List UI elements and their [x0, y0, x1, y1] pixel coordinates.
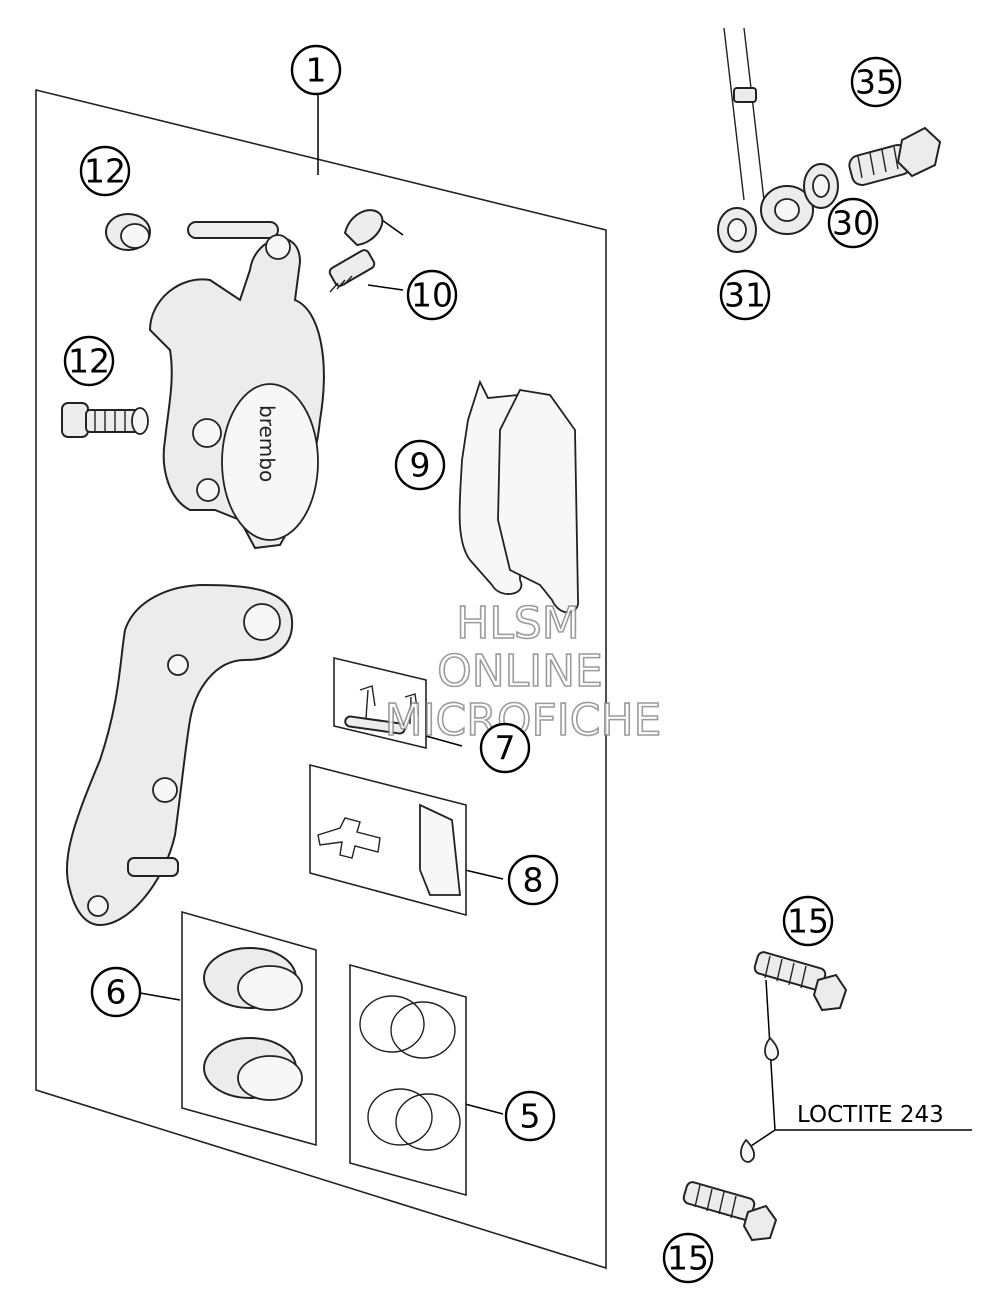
callout-12-upper: 12 — [79, 145, 131, 197]
watermark-line3: MICROFICHE — [385, 695, 662, 746]
svg-text:15: 15 — [787, 902, 829, 941]
callout-15-upper: 15 — [782, 895, 834, 947]
svg-text:8: 8 — [523, 861, 544, 900]
seals-part — [349, 963, 467, 1197]
svg-text:9: 9 — [410, 446, 431, 485]
svg-text:15: 15 — [667, 1239, 709, 1278]
bolt-15-lower-part — [682, 1181, 778, 1242]
pistons-part — [181, 910, 317, 1147]
callout-35: 35 — [850, 56, 902, 108]
callout-7: 7 — [479, 722, 531, 774]
callout-15-lower: 15 — [662, 1232, 714, 1284]
bleeder-screw-part — [328, 209, 384, 293]
callout-6: 6 — [90, 966, 142, 1018]
callout-10: 10 — [406, 269, 458, 321]
brake-pads-part — [458, 379, 579, 614]
caliper-brand-text: brembo — [255, 405, 279, 482]
loctite-drop-lower — [740, 1138, 756, 1163]
svg-text:10: 10 — [411, 276, 453, 315]
watermark-line2: ONLINE — [437, 646, 603, 697]
spring-kit-part — [309, 763, 467, 917]
washer-30-part — [803, 163, 839, 209]
caliper-bracket-part — [65, 583, 294, 927]
svg-text:7: 7 — [495, 729, 516, 768]
brake-hose-part — [723, 27, 814, 235]
svg-text:31: 31 — [724, 276, 766, 315]
callout-9: 9 — [394, 439, 446, 491]
svg-text:12: 12 — [68, 342, 110, 381]
bleed-cap-part — [105, 213, 151, 251]
loctite-drop-upper — [764, 1036, 780, 1061]
banjo-bolt-part — [848, 126, 942, 187]
watermark-line1: HLSM — [456, 598, 580, 649]
svg-text:30: 30 — [832, 204, 874, 243]
svg-text:5: 5 — [520, 1097, 541, 1136]
callout-30: 30 — [827, 197, 879, 249]
svg-text:6: 6 — [106, 973, 127, 1012]
loctite-note: LOCTITE 243 — [797, 1102, 944, 1128]
bolt-15-upper-part — [753, 951, 848, 1012]
caliper-body-part: brembo — [148, 221, 325, 550]
callout-5: 5 — [504, 1090, 556, 1142]
callout-1: 1 — [290, 44, 342, 96]
callout-31: 31 — [719, 269, 771, 321]
pin-kit-part — [333, 656, 427, 750]
watermark: HLSM ONLINE MICROFICHE — [384, 597, 662, 747]
svg-text:35: 35 — [855, 63, 897, 102]
svg-text:1: 1 — [306, 51, 327, 90]
washer-31-part — [717, 207, 757, 253]
callout-8: 8 — [507, 854, 559, 906]
caliper-bolt-part — [61, 402, 149, 438]
svg-text:12: 12 — [84, 152, 126, 191]
callout-12-lower: 12 — [63, 335, 115, 387]
